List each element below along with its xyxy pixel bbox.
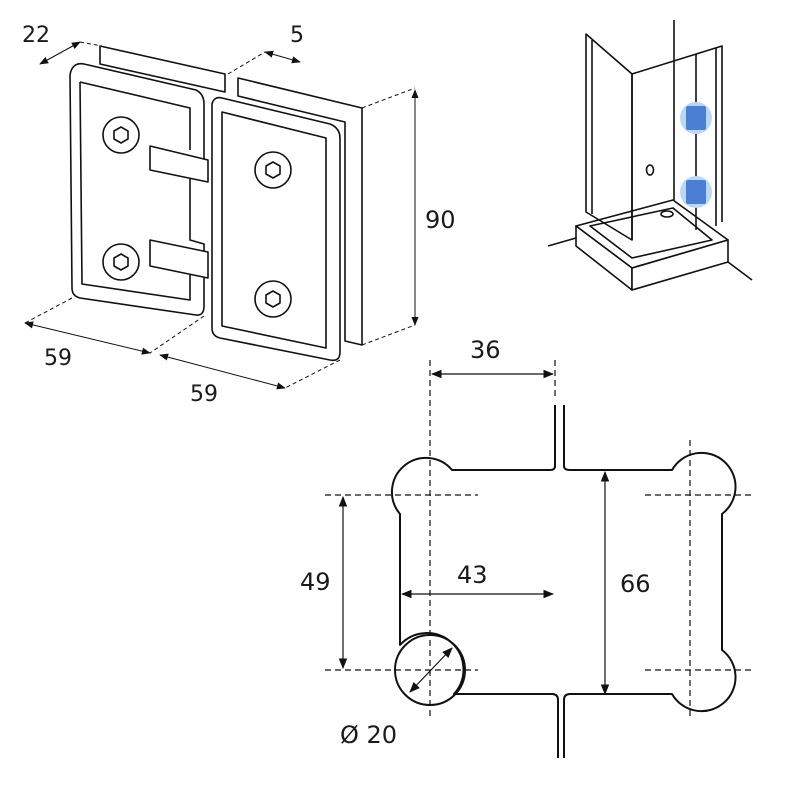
dim-gap-arrow	[264, 50, 301, 64]
label-right-width: 59	[190, 382, 218, 407]
dim-mid-ext	[149, 315, 205, 354]
right-front-bevel	[221, 111, 327, 349]
shower-tray-inner	[589, 207, 713, 259]
left-glass-outline	[390, 405, 559, 758]
right-front-plate	[211, 96, 341, 362]
dim-left-width-arrow	[24, 321, 151, 355]
screw-left-top	[102, 116, 140, 154]
dim-left-width-ext	[24, 297, 73, 324]
label-height: 90	[425, 206, 456, 234]
screw-left-bottom	[102, 243, 140, 281]
left-back-plate	[99, 45, 226, 93]
hinge-knuckle-bottom	[149, 239, 209, 279]
screw-right-top	[254, 151, 292, 189]
screw-right-bottom	[254, 280, 292, 318]
dim-height-ext-bottom	[361, 324, 416, 346]
dim-right-width-ext	[284, 359, 341, 389]
shower-hinges	[680, 102, 712, 208]
label-edge-to-gap: 43	[457, 561, 488, 589]
label-depth: 22	[22, 23, 50, 48]
hinge-marker-bottom	[686, 180, 706, 204]
label-gap: 5	[290, 23, 304, 48]
label-hole-diameter: Ø 20	[340, 721, 397, 749]
left-front-plate	[69, 62, 205, 316]
right-glass-outline	[563, 405, 737, 758]
cutout-dimensions	[325, 360, 752, 720]
label-plate-height: 66	[620, 570, 651, 598]
label-hole-offset: 36	[470, 336, 501, 364]
hinge-dimensions	[24, 41, 419, 390]
dim-height-ext-top	[361, 87, 416, 109]
glass-front-panel	[631, 45, 723, 240]
door-handle	[645, 164, 655, 176]
dim-depth-ext	[79, 41, 103, 47]
floor-line-right	[727, 261, 753, 281]
floor-line-left	[547, 237, 577, 247]
dim-right-width-arrow	[159, 353, 286, 390]
dim-depth-arrow	[39, 41, 81, 65]
label-hole-spacing: 49	[300, 568, 331, 596]
left-front-bevel	[79, 81, 191, 301]
hinge-view	[69, 45, 363, 362]
dim-hole-diameter-arrow	[409, 647, 453, 693]
label-left-width: 59	[44, 346, 72, 371]
shower-enclosure	[547, 20, 753, 291]
glass-side-panel	[585, 33, 633, 241]
hinge-marker-top	[686, 106, 706, 130]
cutout-view	[390, 405, 737, 758]
dim-gap-ext	[227, 51, 266, 75]
hinge-knuckle-top	[149, 145, 209, 183]
drain	[660, 210, 674, 218]
